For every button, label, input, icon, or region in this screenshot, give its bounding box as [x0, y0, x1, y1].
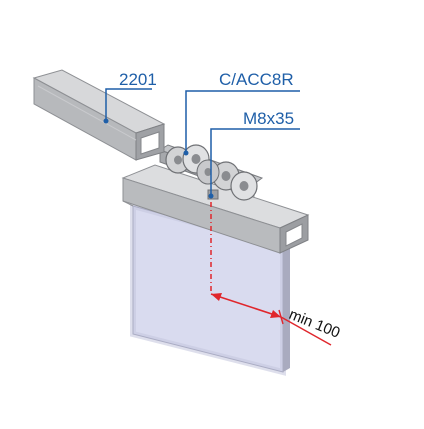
- dimension-min-100: [210, 202, 332, 346]
- callout-bolt-label: M8x35: [243, 109, 294, 128]
- rail-profile: [32, 69, 166, 161]
- roller-wheel: [230, 171, 258, 201]
- callout-carriage-label: C/ACC8R: [219, 70, 294, 89]
- roller-wheel: [196, 159, 220, 185]
- callout-leaders: [103, 88, 300, 199]
- door-panel: [130, 202, 290, 376]
- callout-rail-label: 2201: [119, 70, 157, 89]
